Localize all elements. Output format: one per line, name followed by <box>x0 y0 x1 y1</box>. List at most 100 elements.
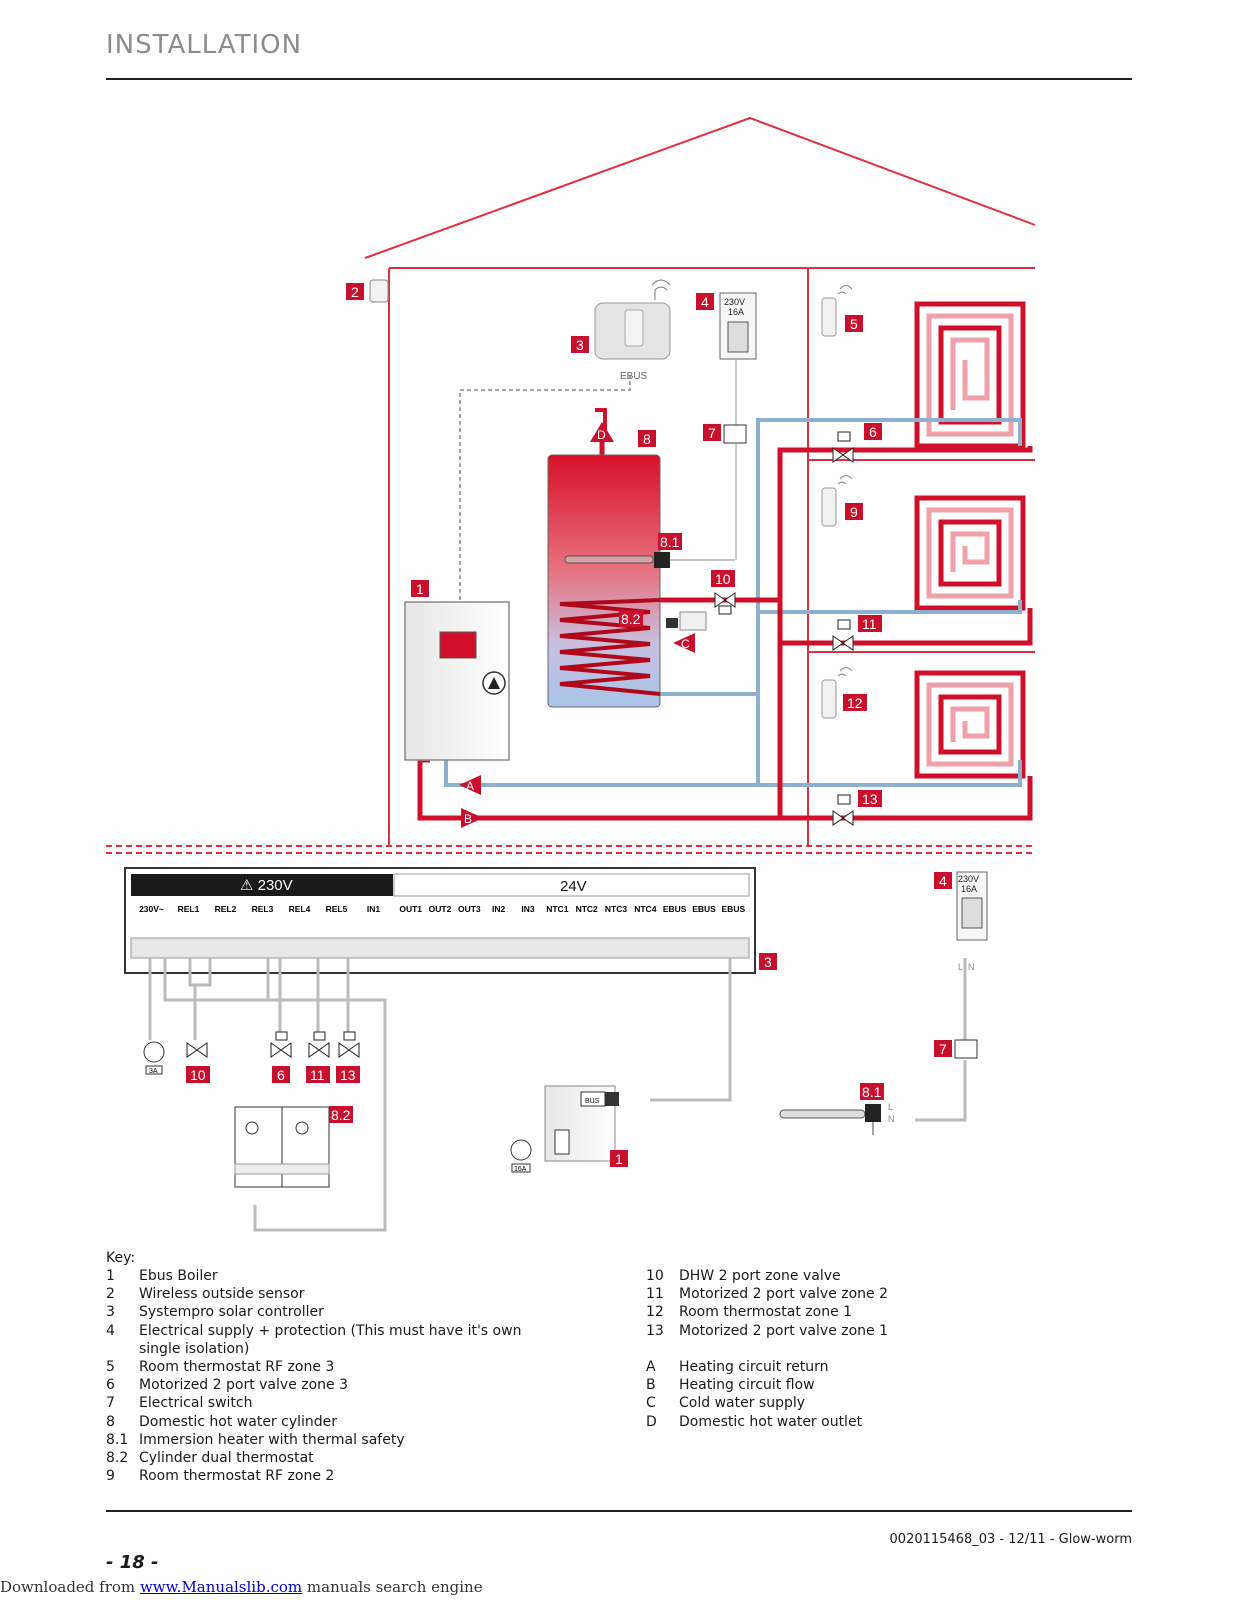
outside-sensor <box>369 279 389 303</box>
key-item-text: Motorized 2 port valve zone 1 <box>679 1322 889 1339</box>
key-item: 8 Domestic hot water cylinder <box>106 1413 546 1431</box>
terminal-label: NTC1 <box>546 904 568 914</box>
underfloor-coil-zone3 <box>914 301 1026 449</box>
flow-arrows <box>459 422 695 828</box>
footer-rule <box>106 1510 1132 1512</box>
tag-8-2: 8.2 <box>621 611 641 627</box>
key-item-number: 8 <box>106 1413 115 1430</box>
supply-current-text-2: 16A <box>961 884 977 894</box>
tag-6: 6 <box>869 424 877 440</box>
key-item-text: Ebus Boiler <box>139 1268 218 1284</box>
tag-3: 3 <box>576 337 584 353</box>
key-item-text: Domestic hot water outlet <box>679 1413 863 1430</box>
tag-2: 2 <box>351 284 359 300</box>
terminal-label: NTC2 <box>576 904 598 914</box>
key-item-text: Room thermostat RF zone 2 <box>139 1468 335 1485</box>
tag-1: 1 <box>416 581 424 597</box>
page-number: - 18 - <box>106 1552 159 1573</box>
key-item-number: C <box>646 1395 656 1412</box>
key-item: D Domestic hot water outlet <box>646 1413 1026 1431</box>
key-item-number: B <box>646 1377 656 1394</box>
terminal-label: OUT2 <box>429 904 452 914</box>
terminal-label: IN1 <box>367 904 381 914</box>
key-item-number: 2 <box>106 1286 115 1303</box>
key-item-number: 10 <box>646 1268 664 1284</box>
wire-n-label: N <box>968 962 975 972</box>
immersion-heater: L N <box>779 1102 895 1135</box>
lower-tags: 10 6 11 13 8.2 3 4 7 8.1 1 <box>186 872 952 1167</box>
underfloor-coil-zone1 <box>914 670 1026 779</box>
key-item: 13 Motorized 2 port valve zone 1 <box>646 1322 1026 1340</box>
download-prefix: Downloaded from <box>0 1578 136 1596</box>
terminal-24v-header: 24V <box>560 878 587 895</box>
thermostat-zone3 <box>821 285 853 337</box>
key-item-text: Heating circuit flow <box>679 1377 815 1394</box>
key-item-number: 6 <box>106 1377 115 1394</box>
thermostat-zone1 <box>821 667 853 719</box>
page-title: INSTALLATION <box>106 30 303 60</box>
terminal-label: OUT1 <box>399 904 422 914</box>
key-item: 9 Room thermostat RF zone 2 <box>106 1467 546 1485</box>
lower-valve-6 <box>270 1031 292 1058</box>
key-item: 10 DHW 2 port zone valve <box>646 1267 1026 1285</box>
solar-controller: EBUS <box>594 279 671 382</box>
key-item: 1 Ebus Boiler <box>106 1267 546 1285</box>
manualslib-link[interactable]: www.Manualslib.com <box>139 1578 303 1596</box>
lower-tag-6: 6 <box>277 1067 285 1083</box>
lower-tag-10: 10 <box>190 1067 206 1083</box>
key-item-number: 13 <box>646 1322 664 1339</box>
key-item-text: Room thermostat zone 1 <box>679 1304 853 1321</box>
terminal-label: OUT3 <box>458 904 481 914</box>
lower-tag-13: 13 <box>340 1067 356 1083</box>
marker-C: C <box>681 637 690 651</box>
terminal-230v-header: ⚠ 230V <box>240 877 293 894</box>
fuse-16a-label: 16A <box>514 1166 527 1173</box>
key-item-text: DHW 2 port zone valve <box>679 1268 841 1284</box>
terminal-label: REL4 <box>289 904 311 914</box>
key-item-text: Domestic hot water cylinder <box>139 1413 338 1430</box>
terminal-label: NTC4 <box>634 904 656 914</box>
key-item-text: Wireless outside sensor <box>139 1286 305 1303</box>
download-suffix: manuals search engine <box>306 1578 483 1596</box>
terminal-label: REL2 <box>215 904 237 914</box>
lower-tag-8-1: 8.1 <box>862 1084 882 1100</box>
fuse-16a-symbol: 16A <box>510 1139 532 1173</box>
tag-4: 4 <box>701 294 709 310</box>
lower-tag-1: 1 <box>615 1151 623 1167</box>
key-item-number: 4 <box>106 1322 115 1339</box>
lower-tag-4: 4 <box>939 873 947 889</box>
hot-water-cylinder <box>547 454 735 708</box>
tag-11: 11 <box>862 616 877 632</box>
installation-diagram: EBUS 230V 16A <box>106 116 1036 1232</box>
marker-D: D <box>597 428 606 442</box>
lower-valves <box>186 1031 360 1058</box>
underfloor-coil-zone2 <box>914 495 1026 611</box>
terminal-label: REL5 <box>326 904 348 914</box>
key-item-text: Room thermostat RF zone 3 <box>139 1359 335 1376</box>
electrical-supply-bottom: 230V 16A L N <box>954 871 988 1059</box>
key-item-number: 7 <box>106 1395 115 1412</box>
lower-tag-8-2: 8.2 <box>331 1107 351 1123</box>
tag-12: 12 <box>847 695 863 711</box>
key-item-number: D <box>646 1413 657 1430</box>
terminal-label: REL1 <box>178 904 200 914</box>
fuse-3a-symbol: 3A <box>143 1041 165 1075</box>
key-item-number: 12 <box>646 1304 664 1321</box>
supply-voltage-text-2: 230V <box>958 874 979 884</box>
key-item-number: 9 <box>106 1468 115 1485</box>
tag-9: 9 <box>850 504 858 520</box>
ebus-dashed-line <box>459 375 631 600</box>
ebus-text: EBUS <box>620 371 648 382</box>
wiring-lines <box>148 958 967 1232</box>
boiler-connection-box: BUS <box>544 1085 619 1162</box>
tag-5: 5 <box>850 316 858 332</box>
electrical-supply-top: 230V 16A <box>719 292 757 560</box>
tag-13: 13 <box>862 791 878 807</box>
key-item-number: 1 <box>106 1268 115 1284</box>
tag-10: 10 <box>715 571 731 587</box>
